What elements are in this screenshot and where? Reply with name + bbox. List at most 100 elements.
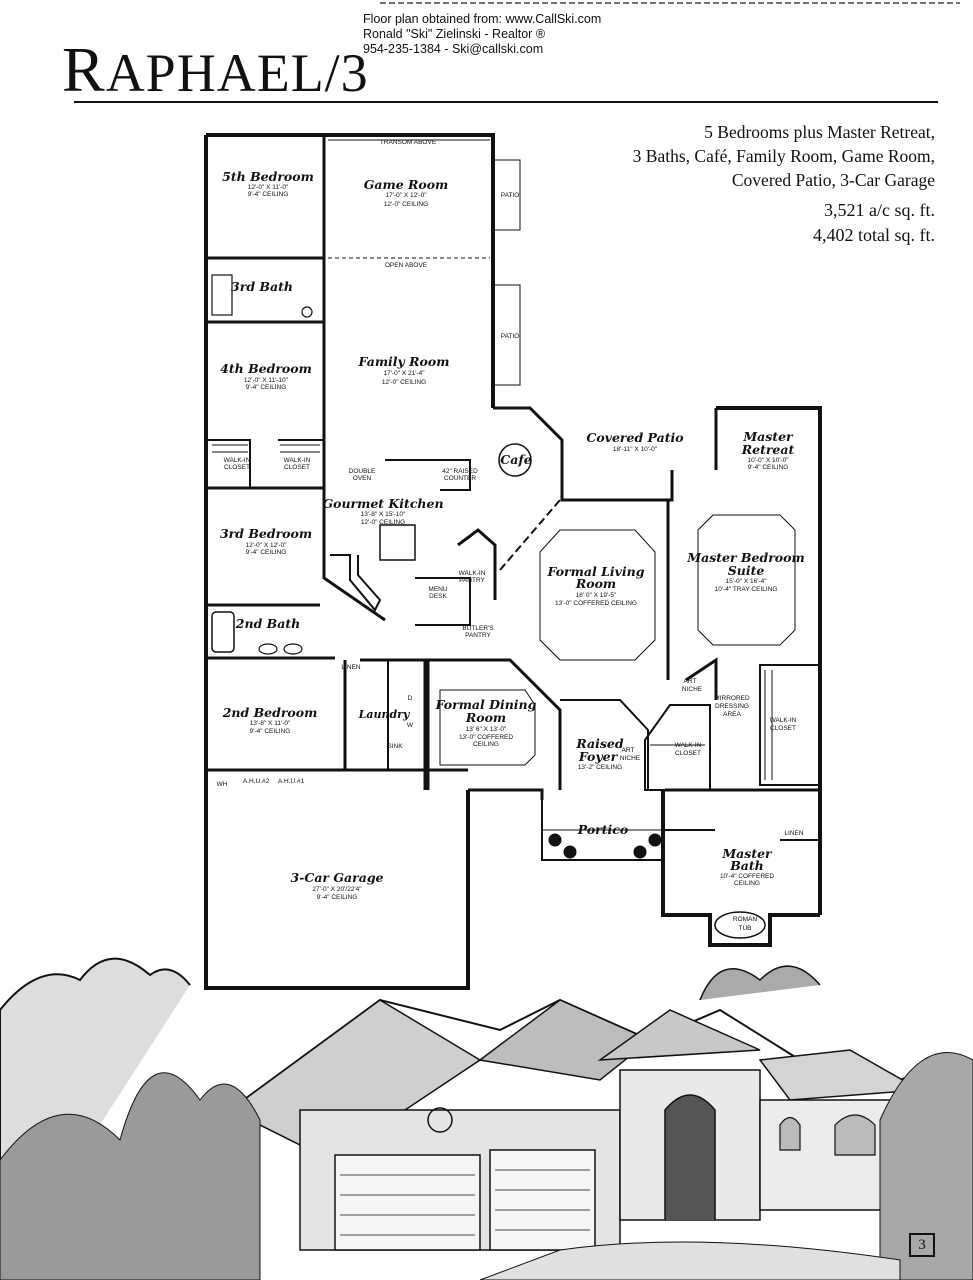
room-game: Game Room — [364, 177, 449, 192]
dim-2nd-bedroom: 13'-8" X 11'-0" — [250, 720, 291, 727]
ceil-5th-bedroom: 9'-4" CEILING — [248, 191, 289, 198]
ceil-family: 12'-0" CEILING — [382, 379, 426, 386]
fixture-labels: TRANSOM ABOVE OPEN ABOVE PATIO PATIO WAL… — [217, 139, 804, 932]
label-art-1: ART — [622, 747, 635, 754]
dim-foyer: 13'-2" CEILING — [578, 764, 622, 771]
dim-master-retreat: 10'-0" X 10'-0" — [747, 457, 789, 464]
label-mirrored-1: MIRRORED — [714, 695, 750, 702]
room-3rd-bedroom: 3rd Bedroom — [220, 526, 312, 541]
dim-covered-patio: 18'-11" X 10'-0" — [613, 446, 658, 453]
room-4th-bedroom: 4th Bedroom — [220, 361, 312, 376]
room-portico: Portico — [577, 822, 628, 837]
label-patio-2: PATIO — [501, 333, 520, 340]
label-transom: TRANSOM ABOVE — [380, 139, 437, 146]
room-master-retreat-2: Retreat — [741, 442, 795, 457]
label-mirrored-2: DRESSING — [715, 703, 749, 710]
ac-sqft: 3,521 a/c sq. ft. — [824, 200, 935, 220]
ceil-living: 13'-0" COFFERED CEILING — [555, 600, 637, 607]
credit-line-3: 954-235-1384 - Ski@callski.com — [363, 42, 544, 56]
label-tub: TUB — [739, 925, 752, 932]
label-walkin-4: WALK-IN — [770, 717, 797, 724]
square-footage: 3,521 a/c sq. ft. 4,402 total sq. ft. — [813, 198, 935, 248]
label-walkin-3: WALK-IN — [675, 742, 702, 749]
room-labels: 5th Bedroom 12'-0" X 11'-0" 9'-4" CEILIN… — [220, 169, 805, 901]
label-oven: OVEN — [353, 475, 372, 482]
label-dryer: D — [408, 695, 413, 702]
credit-line-2: Ronald "Ski" Zielinski - Realtor ® — [363, 27, 546, 41]
ceil-game: 12'-0" CEILING — [384, 201, 428, 208]
label-menu-2: DESK — [429, 593, 447, 600]
label-butlers-2: PANTRY — [465, 632, 491, 639]
room-master-bath-2: Bath — [729, 858, 764, 873]
label-patio-1: PATIO — [501, 192, 520, 199]
ceil-master-retreat: 9'-4" CEILING — [748, 464, 789, 471]
room-kitchen: Gourmet Kitchen — [322, 496, 443, 511]
summary-line-1: 5 Bedrooms plus Master Retreat, — [704, 122, 935, 142]
label-raised-counter-2: COUNTER — [444, 475, 476, 482]
label-art-2: ART — [684, 678, 697, 685]
room-cafe: Cafe — [500, 452, 531, 467]
room-dining-1: Formal Dining — [435, 697, 537, 712]
title-rule — [74, 101, 938, 103]
room-foyer-1: Raised — [575, 736, 624, 751]
credit-line-1: Floor plan obtained from: www.CallSki.co… — [363, 12, 602, 26]
label-niche-1: NICHE — [620, 755, 641, 762]
label-mirrored-3: AREA — [723, 711, 741, 718]
room-garage: 3-Car Garage — [290, 870, 383, 885]
label-open-above: OPEN ABOVE — [385, 262, 428, 269]
dim-master-bedroom: 15'-0" X 16'-4" — [725, 578, 767, 585]
summary-line-3: Covered Patio, 3-Car Garage — [731, 170, 935, 190]
room-2nd-bedroom: 2nd Bedroom — [222, 705, 318, 720]
room-master-bedroom-2: Suite — [728, 563, 765, 578]
ceil-4th-bedroom: 9'-4" CEILING — [246, 384, 287, 391]
dim-5th-bedroom: 12'-0" X 11'-0" — [248, 184, 289, 191]
label-closet-2: CLOSET — [284, 464, 310, 471]
dim-kitchen: 13'-8" X 15'-10" — [361, 511, 406, 518]
room-master-bedroom-1: Master Bedroom — [686, 550, 804, 565]
page-number: 3 — [909, 1233, 935, 1257]
dim-family: 17'-0" X 21'-4" — [383, 370, 425, 377]
room-3rd-bath: 3rd Bath — [231, 279, 293, 294]
plan-title: RAPHAEL/3 — [62, 38, 369, 105]
label-roman: ROMAN — [733, 916, 758, 923]
ceil-kitchen: 12'-0" CEILING — [361, 519, 405, 526]
ceil-3rd-bedroom: 9'-4" CEILING — [246, 549, 287, 556]
source-credit: Floor plan obtained from: www.CallSki.co… — [363, 12, 601, 57]
room-dining-2: Room — [465, 710, 506, 725]
label-niche-2: NICHE — [682, 686, 703, 693]
label-linen-1: LINEN — [341, 664, 360, 671]
dim-garage: 27'-0" X 20'/22'4" — [312, 886, 362, 893]
room-foyer-2: Foyer — [578, 749, 619, 764]
room-master-retreat-1: Master — [742, 429, 794, 444]
label-closet-1: CLOSET — [224, 464, 250, 471]
dim-3rd-bedroom: 12'-0" X 12'-0" — [245, 542, 287, 549]
label-pantry-2: PANTRY — [459, 577, 485, 584]
ceil-master-bath-2: CEILING — [734, 880, 760, 887]
room-family: Family Room — [358, 354, 450, 369]
room-laundry: Laundry — [358, 708, 411, 721]
room-living-1: Formal Living — [547, 564, 645, 579]
label-ahu2: A.H.U.#2 — [243, 778, 270, 785]
label-closet-4: CLOSET — [770, 725, 796, 732]
dim-4th-bedroom: 12'-0" X 11'-10" — [244, 377, 289, 384]
dim-living: 18' 0" X 19'-5" — [576, 592, 617, 599]
ceil-2nd-bedroom: 9'-4" CEILING — [250, 728, 291, 735]
ceil-master-bedroom: 10'-4" TRAY CEILING — [715, 586, 778, 593]
label-linen-2: LINEN — [784, 830, 803, 837]
label-sink: SINK — [387, 743, 403, 750]
room-covered-patio: Covered Patio — [586, 430, 683, 445]
title-rest: APHAEL/3 — [105, 43, 369, 103]
label-closet-3: CLOSET — [675, 750, 701, 757]
label-raised-counter-1: 42" RAISED — [442, 468, 478, 475]
label-double: DOUBLE — [349, 468, 376, 475]
title-initial: R — [62, 34, 106, 105]
dim-game: 17'-0" X 12'-0" — [385, 192, 427, 199]
room-master-bath-1: Master — [721, 846, 773, 861]
label-washer: W — [407, 722, 414, 729]
ceil-dining-2: CEILING — [473, 741, 499, 748]
feature-summary: 5 Bedrooms plus Master Retreat, 3 Baths,… — [633, 120, 935, 192]
ceil-garage: 9'-4" CEILING — [317, 894, 358, 901]
ceil-dining-1: 13'-0" COFFERED — [459, 734, 513, 741]
label-butlers-1: BUTLER'S — [462, 625, 494, 632]
